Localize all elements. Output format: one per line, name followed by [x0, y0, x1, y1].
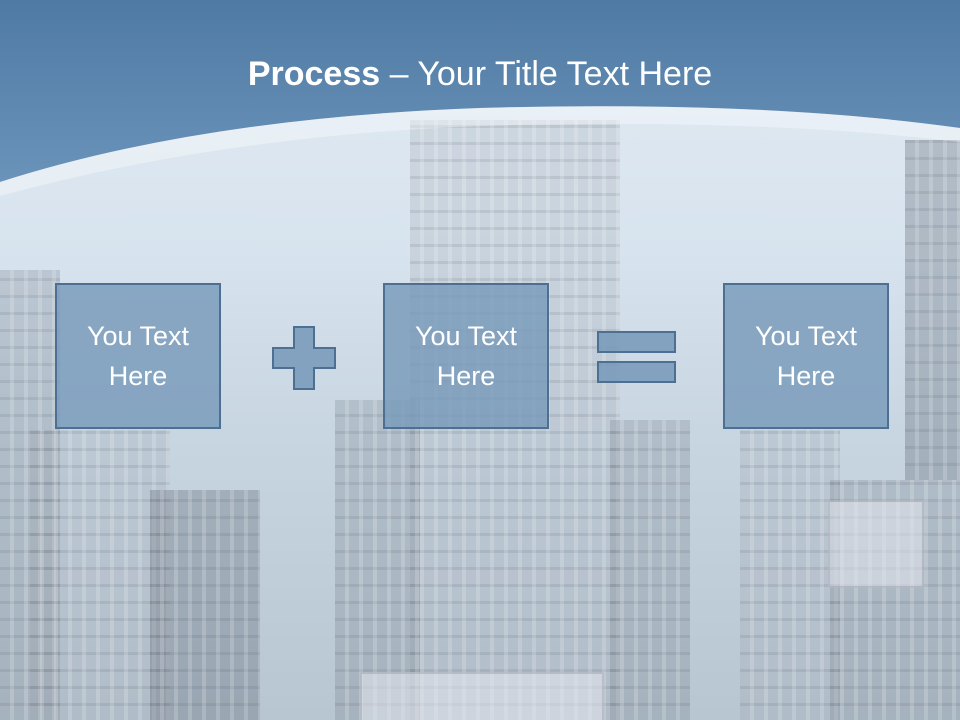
header-band — [0, 0, 960, 200]
title-rest-part: – Your Title Text Here — [380, 55, 713, 93]
process-box-1-text: You Text Here — [86, 321, 190, 391]
process-box-3[interactable]: You Text Here — [723, 283, 889, 429]
process-box-2[interactable]: You Text Here — [383, 283, 549, 429]
title-bold-part: Process — [247, 55, 381, 93]
plus-icon — [272, 326, 336, 390]
process-box-1[interactable]: You Text Here — [55, 283, 221, 429]
equals-bottom-bar — [597, 361, 676, 383]
equals-top-bar — [597, 331, 676, 353]
header-curve-shape — [0, 0, 960, 196]
process-box-2-text: You Text Here — [414, 321, 518, 391]
process-box-3-text: You Text Here — [754, 321, 858, 391]
page-title: Process – Your Title Text Here — [0, 52, 960, 96]
